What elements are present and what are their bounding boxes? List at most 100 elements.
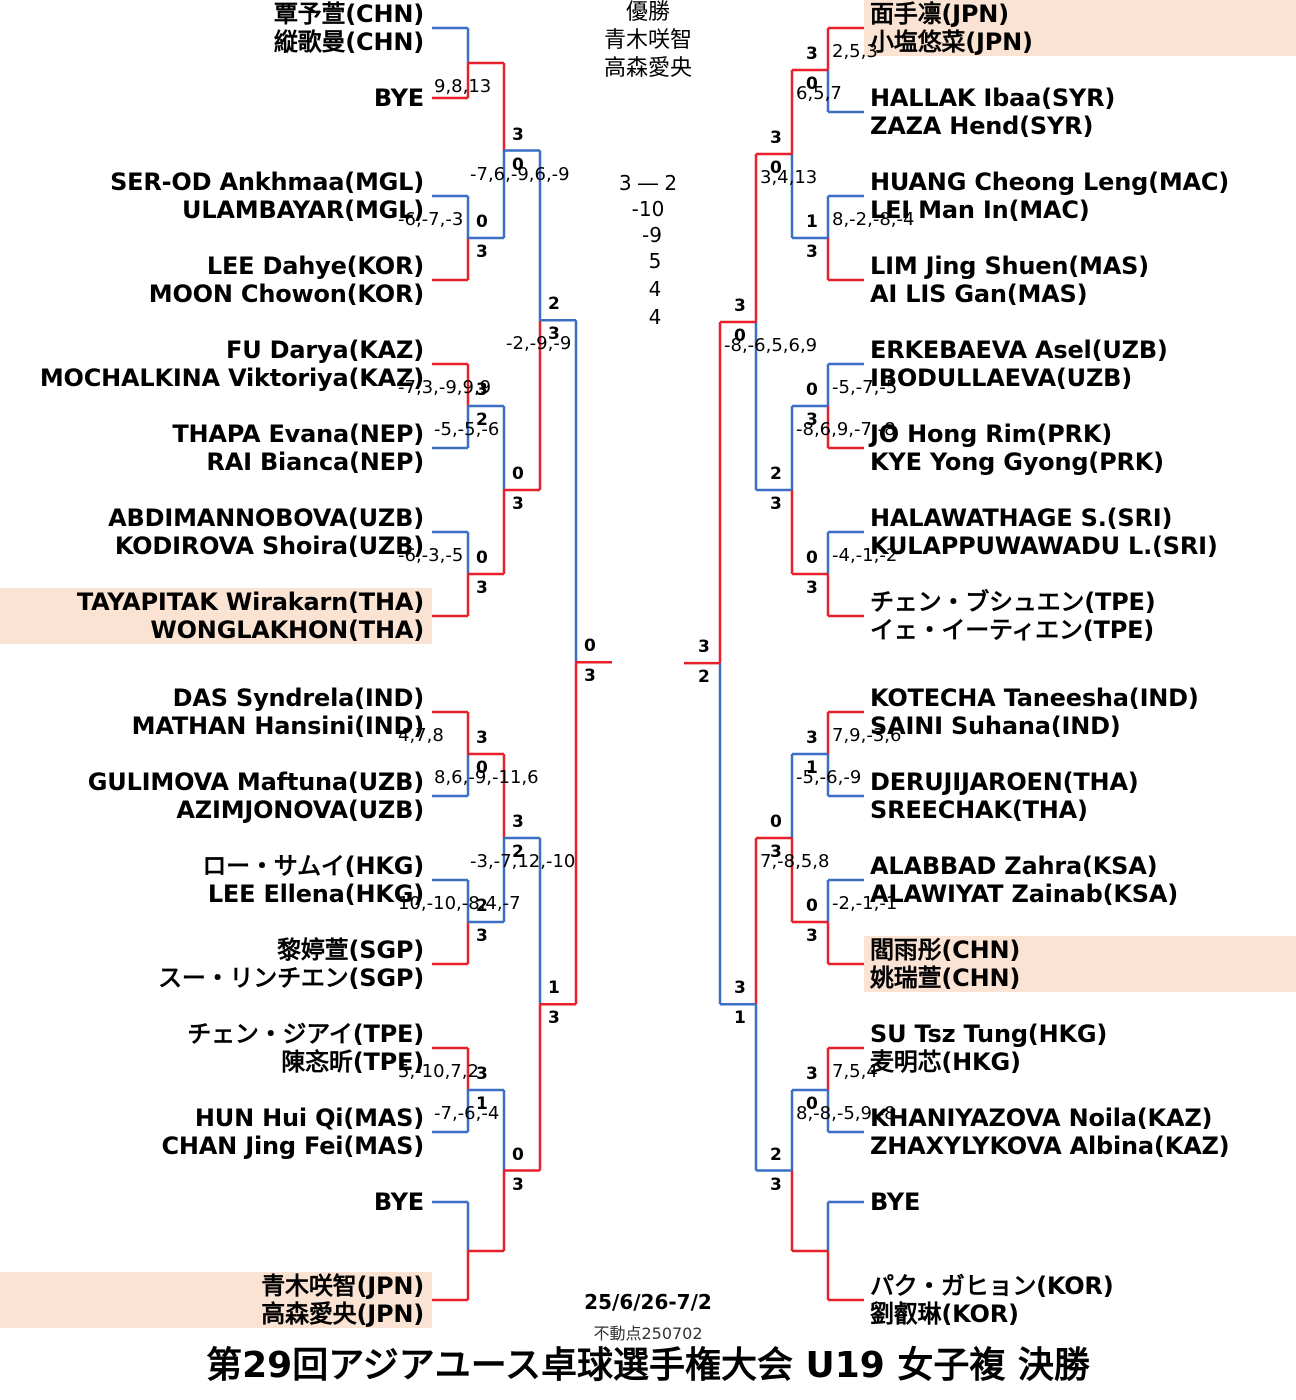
left-team-player-1: TAYAPITAK Wirakarn(THA) [76, 588, 424, 616]
left-team-player-2: 縦歌曼(CHN) [273, 28, 424, 56]
fixed-point-note: 不動点250702 [593, 1324, 703, 1343]
champion-player-2: 高森愛央 [603, 56, 693, 81]
final-game-5: 4 [648, 305, 662, 329]
final-game-2: -9 [642, 223, 662, 247]
right-r4-game-scores: -8,-6,5,6,9 [724, 335, 818, 356]
left-r4-score-bottom: 3 [584, 666, 596, 687]
right-r1-score-top: 0 [806, 548, 818, 568]
left-r1-score-top: 2 [476, 896, 488, 916]
left-r2-score-bottom: 2 [512, 842, 524, 862]
left-r2-score-bottom: 3 [512, 1174, 524, 1195]
left-r1-score-bottom: 3 [476, 242, 488, 262]
right-r3-score-top: 3 [734, 978, 746, 999]
left-r1-score-bottom: 1 [476, 1094, 488, 1114]
right-r3-score-top: 3 [734, 296, 746, 316]
right-team-player-2: KYE Yong Gyong(PRK) [870, 448, 1164, 476]
left-r2-score-top: 0 [512, 1144, 524, 1165]
right-r1-score-top: 0 [806, 380, 818, 400]
left-r1-game-scores: 4,7,8 [398, 725, 444, 746]
right-team-player-1: ALABBAD Zahra(KSA) [870, 852, 1158, 880]
right-r2-game-scores: -8,6,9,-7,-8 [796, 419, 896, 440]
right-r3-score-bottom: 0 [734, 326, 746, 346]
left-team-player-2: スー・リンチエン(SGP) [158, 964, 424, 992]
right-r2-score-top: 2 [770, 1144, 782, 1165]
final-game-3: 5 [648, 249, 662, 273]
left-r2-game-scores: -5,-5,-6 [434, 419, 500, 440]
right-r2-score-bottom: 3 [770, 494, 782, 514]
left-team-player-2: 高森愛央(JPN) [261, 1300, 424, 1328]
right-team-player-2: ZHAXYLYKOVA Albina(KAZ) [870, 1132, 1230, 1160]
right-r2-score-top: 0 [770, 812, 782, 832]
left-r1-score-bottom: 3 [476, 926, 488, 946]
right-r1-game-scores: -2,-1,-1 [832, 893, 898, 914]
champion-label: 優勝 [625, 0, 671, 25]
left-team-player-1: 黎婷萱(SGP) [277, 936, 424, 964]
left-team-player-1: BYE [373, 84, 424, 112]
right-r1-score-top: 0 [806, 896, 818, 916]
left-r2-score-top: 3 [512, 124, 524, 145]
left-team-player-1: 覃予萱(CHN) [273, 0, 424, 28]
left-r1-score-top: 3 [476, 380, 488, 400]
right-r1-score-top: 3 [806, 44, 818, 64]
right-r4-score-top: 3 [698, 637, 710, 658]
right-team-player-1: 閻雨彤(CHN) [870, 936, 1021, 964]
right-r2-game-scores: 8,-8,-5,9,-8 [796, 1103, 896, 1124]
final-game-1: -10 [631, 197, 665, 221]
left-r1-score-top: 0 [476, 548, 488, 568]
champion-player-1: 青木咲智 [603, 28, 693, 53]
right-team-player-1: HALLAK Ibaa(SYR) [870, 84, 1116, 112]
right-r3-score-bottom: 1 [734, 1008, 746, 1029]
right-r1-game-scores: -4,-1,-2 [832, 545, 898, 566]
right-team-player-1: HALAWATHAGE S.(SRI) [870, 504, 1173, 532]
left-r2-score-top: 3 [512, 812, 524, 832]
right-r1-score-bottom: 3 [806, 926, 818, 946]
left-r4-game-scores: -2,-9,-9 [506, 333, 572, 355]
left-team-player-2: CHAN Jing Fei(MAS) [161, 1132, 425, 1160]
left-team-player-2: MOCHALKINA Viktoriya(KAZ) [39, 364, 424, 392]
right-team-player-1: LIM Jing Shuen(MAS) [870, 252, 1149, 280]
right-team-player-2: 麦明芯(HKG) [870, 1048, 1021, 1076]
right-r1-score-top: 3 [806, 728, 818, 748]
right-r1-score-bottom: 0 [806, 74, 818, 94]
right-r4-score-bottom: 2 [698, 667, 710, 688]
right-r1-game-scores: 2,5,3 [832, 41, 878, 62]
right-team-player-1: DERUJIJAROEN(THA) [870, 768, 1139, 796]
left-team-player-2: RAI Bianca(NEP) [206, 448, 424, 476]
left-team-player-1: 青木咲智(JPN) [261, 1272, 424, 1300]
left-team-player-1: ABDIMANNOBOVA(UZB) [108, 504, 424, 532]
left-r3-score-bottom: 3 [548, 1008, 560, 1029]
left-r3-score-top: 2 [548, 294, 560, 315]
left-r1-game-scores: -7,3,-9,9,9 [398, 377, 492, 398]
right-highlight-band [864, 936, 1296, 992]
left-team-player-1: HUN Hui Qi(MAS) [194, 1104, 424, 1132]
right-team-player-2: イェ・イーティエン(TPE) [870, 616, 1155, 644]
left-team-player-2: AZIMJONOVA(UZB) [176, 796, 424, 824]
right-team-player-2: AI LIS Gan(MAS) [870, 280, 1088, 308]
left-r2-game-scores: 9,8,13 [434, 76, 492, 97]
right-team-player-2: ALAWIYAT Zainab(KSA) [870, 880, 1178, 908]
right-r2-score-top: 2 [770, 464, 782, 484]
right-team-player-1: BYE [870, 1188, 921, 1216]
right-team-player-1: KOTECHA Taneesha(IND) [870, 684, 1199, 712]
left-team-player-2: KODIROVA Shoira(UZB) [114, 532, 424, 560]
left-team-player-1: GULIMOVA Maftuna(UZB) [87, 768, 424, 796]
right-team-player-2: SREECHAK(THA) [870, 796, 1088, 824]
left-r3-score-bottom: 3 [548, 324, 560, 345]
left-r1-score-bottom: 2 [476, 410, 488, 430]
left-r1-score-top: 3 [476, 1064, 488, 1084]
right-team-player-2: 劉叡琳(KOR) [870, 1300, 1019, 1328]
right-r1-game-scores: 7,9,-3,6 [832, 725, 902, 746]
page-title: 第29回アジアユース卓球選手権大会 U19 女子複 決勝 [206, 1345, 1090, 1386]
left-r1-score-bottom: 3 [476, 578, 488, 598]
left-team-player-2: WONGLAKHON(THA) [150, 616, 424, 644]
left-team-player-1: BYE [373, 1188, 424, 1216]
right-team-player-2: SAINI Suhana(IND) [870, 712, 1121, 740]
right-team-player-1: ERKEBAEVA Asel(UZB) [870, 336, 1168, 364]
left-r2-game-scores: 8,6,-9,-11,6 [434, 767, 539, 788]
left-team-player-1: チェン・ジアイ(TPE) [187, 1020, 424, 1048]
right-r1-game-scores: 8,-2,-8,-4 [832, 209, 915, 230]
right-r1-score-bottom: 0 [806, 1094, 818, 1114]
left-r4-score-top: 0 [584, 636, 596, 657]
